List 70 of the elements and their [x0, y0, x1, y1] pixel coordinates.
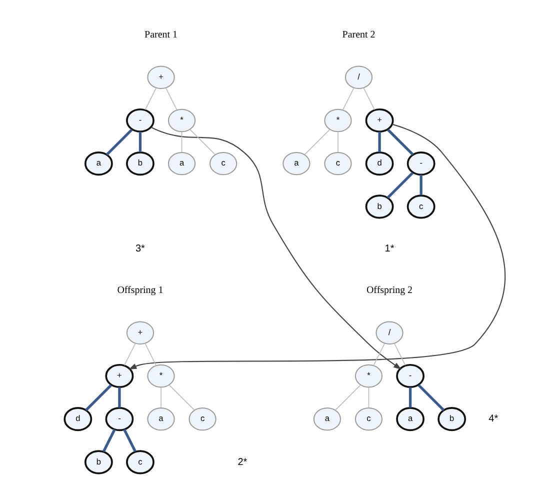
connector	[84, 384, 112, 412]
node-ellipse: +	[146, 66, 174, 89]
connector	[105, 128, 132, 156]
connector	[419, 174, 422, 196]
node-ellipse: /	[375, 321, 403, 344]
connector	[304, 129, 330, 156]
label: 4*	[488, 414, 498, 425]
connector	[168, 384, 194, 411]
connector	[337, 131, 338, 153]
connector	[189, 129, 216, 156]
node-ellipse: *	[354, 364, 382, 388]
connector	[408, 387, 412, 408]
label: Offspring 2	[366, 285, 412, 296]
label: 1*	[384, 244, 394, 255]
connector	[122, 428, 136, 452]
arrow	[150, 126, 402, 370]
node-ellipse: a	[396, 407, 424, 432]
connector	[372, 342, 385, 366]
connector	[164, 87, 177, 110]
node-ellipse: /	[344, 66, 372, 89]
node-ellipse: b	[364, 194, 394, 219]
connector	[102, 428, 116, 452]
label: Parent 2	[342, 30, 375, 41]
connector	[144, 87, 156, 110]
connector	[160, 386, 161, 408]
label: 3*	[135, 244, 144, 255]
node-ellipse: c	[209, 152, 237, 176]
node-ellipse: -	[104, 407, 134, 432]
connector	[342, 87, 354, 110]
connector	[123, 342, 136, 366]
label: Offspring 1	[116, 285, 163, 296]
node-ellipse: a	[312, 407, 340, 431]
connector	[144, 342, 156, 366]
node-ellipse: a	[282, 152, 310, 176]
node-ellipse: +	[126, 321, 154, 344]
node-ellipse: -	[126, 108, 154, 132]
connector	[417, 384, 444, 412]
node-ellipse: c	[126, 450, 154, 474]
connector	[368, 386, 369, 408]
node-ellipse: d	[364, 152, 394, 176]
node-ellipse: *	[146, 364, 174, 388]
connector	[118, 387, 120, 408]
node-ellipse: a	[146, 407, 174, 431]
node-ellipse: a	[167, 152, 196, 176]
node-ellipse: c	[324, 152, 352, 176]
connector	[138, 132, 142, 152]
node-ellipse: -	[406, 152, 435, 176]
node-ellipse: +	[104, 364, 134, 388]
node-ellipse: -	[396, 364, 424, 388]
label: 2*	[237, 456, 247, 468]
node-ellipse: c	[406, 194, 435, 219]
connector	[386, 128, 414, 156]
node-ellipse: a	[84, 152, 112, 176]
arrow	[128, 124, 505, 370]
connector	[180, 131, 182, 153]
node-ellipse: b	[126, 152, 154, 176]
node-ellipse: c	[188, 407, 216, 431]
node-ellipse: b	[437, 407, 466, 432]
node-ellipse: c	[354, 407, 382, 431]
label: Parent 1	[144, 30, 177, 41]
node-ellipse: *	[167, 108, 196, 132]
connector	[378, 132, 380, 152]
node-ellipse: +	[364, 108, 394, 132]
connector	[393, 342, 406, 366]
connector	[386, 172, 414, 199]
node-ellipse: d	[63, 407, 92, 432]
node-ellipse: b	[84, 450, 112, 474]
connector	[334, 384, 360, 411]
node-ellipse: *	[324, 108, 352, 132]
connector	[362, 87, 375, 110]
